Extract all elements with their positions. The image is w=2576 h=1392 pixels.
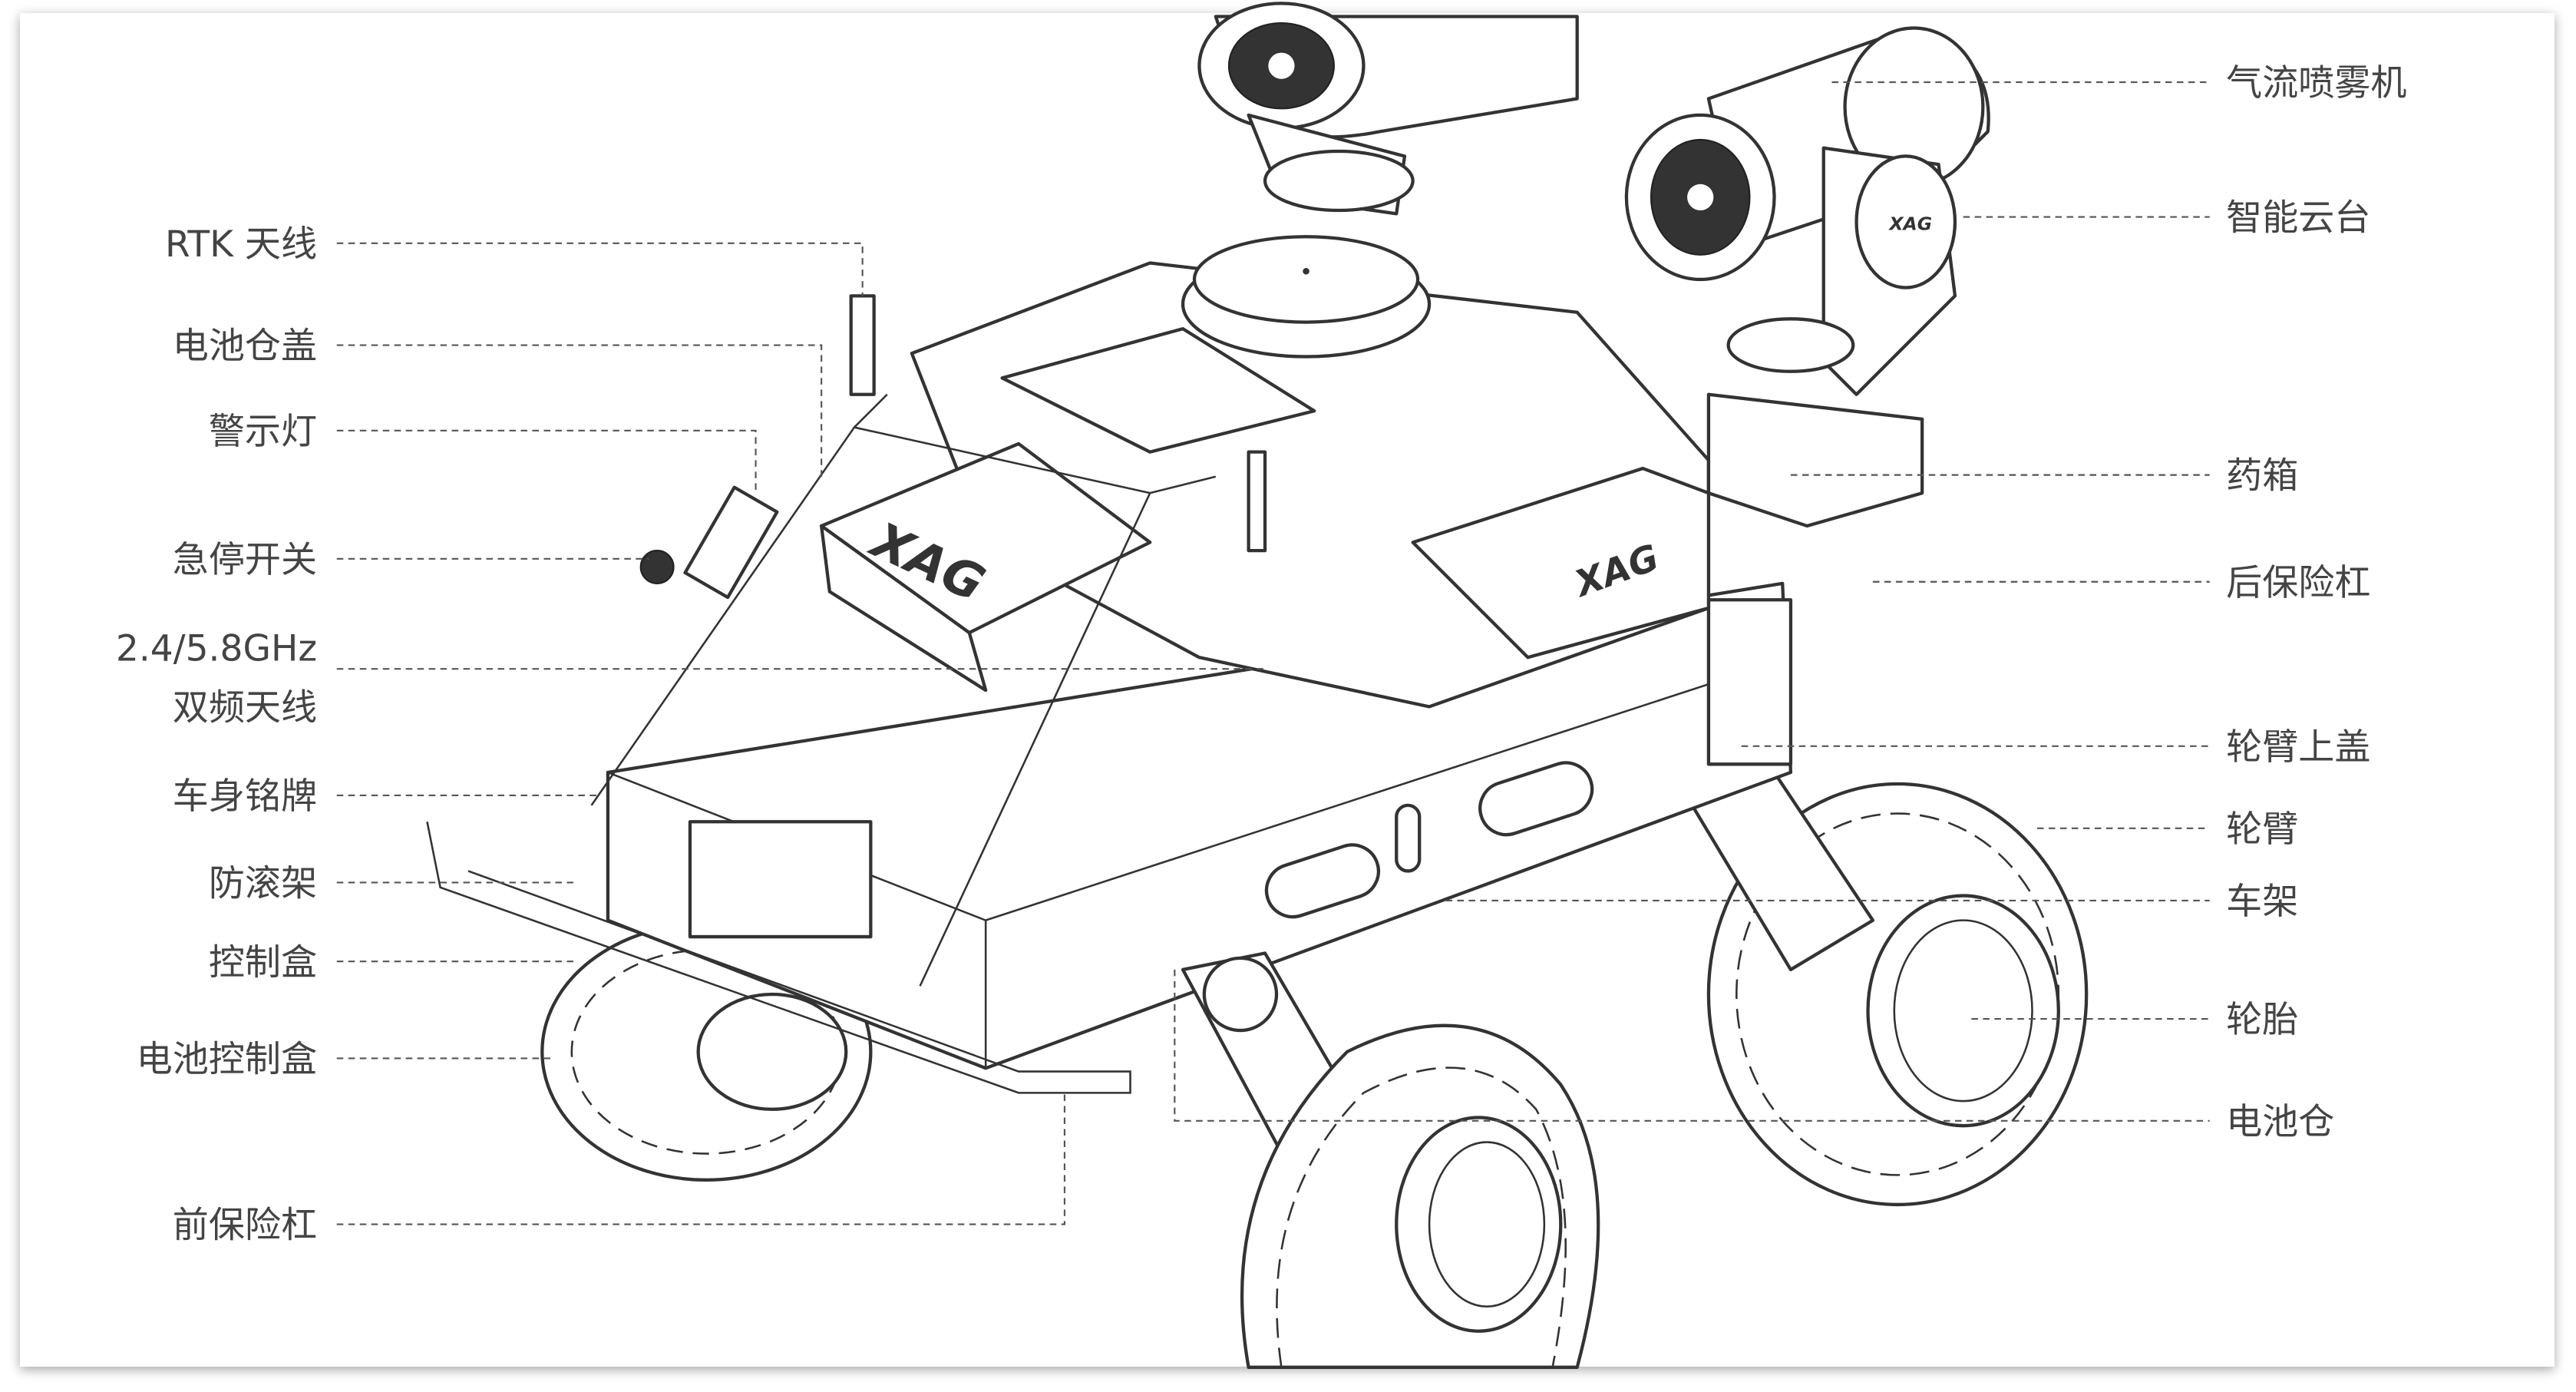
- label-emergency-stop: 急停开关: [173, 539, 317, 581]
- label-dual-band-antenna-line1: 2.4/5.8GHz: [116, 627, 317, 670]
- label-control-box: 控制盒: [209, 941, 317, 984]
- label-air-sprayer: 气流喷雾机: [2226, 62, 2406, 104]
- robot-illustration: XAG XAG: [426, 2, 2089, 1369]
- label-rear-bumper: 后保险杠: [2226, 562, 2370, 604]
- dual-band-antenna-part: [1247, 450, 1267, 553]
- label-tire: 轮胎: [2226, 999, 2298, 1041]
- label-rtk-antenna: RTK 天线: [165, 223, 317, 266]
- label-battery-cover: 电池仓盖: [173, 326, 317, 368]
- label-smart-gimbal: 智能云台: [2226, 197, 2370, 240]
- label-battery-compartment: 电池仓: [2226, 1101, 2334, 1143]
- right-labels: 气流喷雾机 智能云台 药箱 后保险杠 轮臂上盖 轮臂 车架 轮胎 电池仓: [2226, 62, 2406, 1143]
- wheel-arm-cover-front: [1202, 956, 1279, 1033]
- label-wheel-arm: 轮臂: [2226, 808, 2298, 851]
- left-labels: RTK 天线 电池仓盖 警示灯 急停开关 2.4/5.8GHz 双频天线 车身铭…: [116, 223, 317, 1247]
- wheel-front-right: [1240, 1023, 1600, 1369]
- label-tank: 药箱: [2226, 455, 2298, 498]
- label-wheel-arm-cover: 轮臂上盖: [2226, 726, 2370, 769]
- sprayer-right: [1624, 26, 1990, 282]
- emergency-stop-part: [639, 550, 675, 584]
- label-front-bumper: 前保险杠: [173, 1205, 317, 1247]
- tank-body: XAG: [910, 235, 1711, 709]
- label-nameplate: 车身铭牌: [173, 775, 317, 818]
- label-frame: 车架: [2226, 881, 2298, 923]
- battery-cover-part: XAG: [820, 441, 1152, 693]
- roll-cage-part: [590, 393, 1217, 987]
- front-bumper-part: [426, 821, 1131, 1094]
- label-roll-cage: 防滚架: [209, 863, 317, 905]
- smart-gimbal-part: XAG: [1706, 146, 1957, 528]
- chassis-frame: [606, 581, 1793, 1070]
- leader-lines: [336, 81, 2210, 1225]
- label-warning-light: 警示灯: [209, 411, 317, 453]
- control-box-part: [688, 820, 873, 939]
- label-battery-control-box: 电池控制盒: [137, 1039, 317, 1081]
- rtk-antenna-part: [849, 294, 876, 396]
- warning-light-part: [683, 485, 779, 600]
- label-dual-band-antenna-line2: 双频天线: [173, 687, 317, 729]
- xag-logo-gimbal: XAG: [1887, 213, 1932, 235]
- sprayer-top-left: [1197, 2, 1579, 216]
